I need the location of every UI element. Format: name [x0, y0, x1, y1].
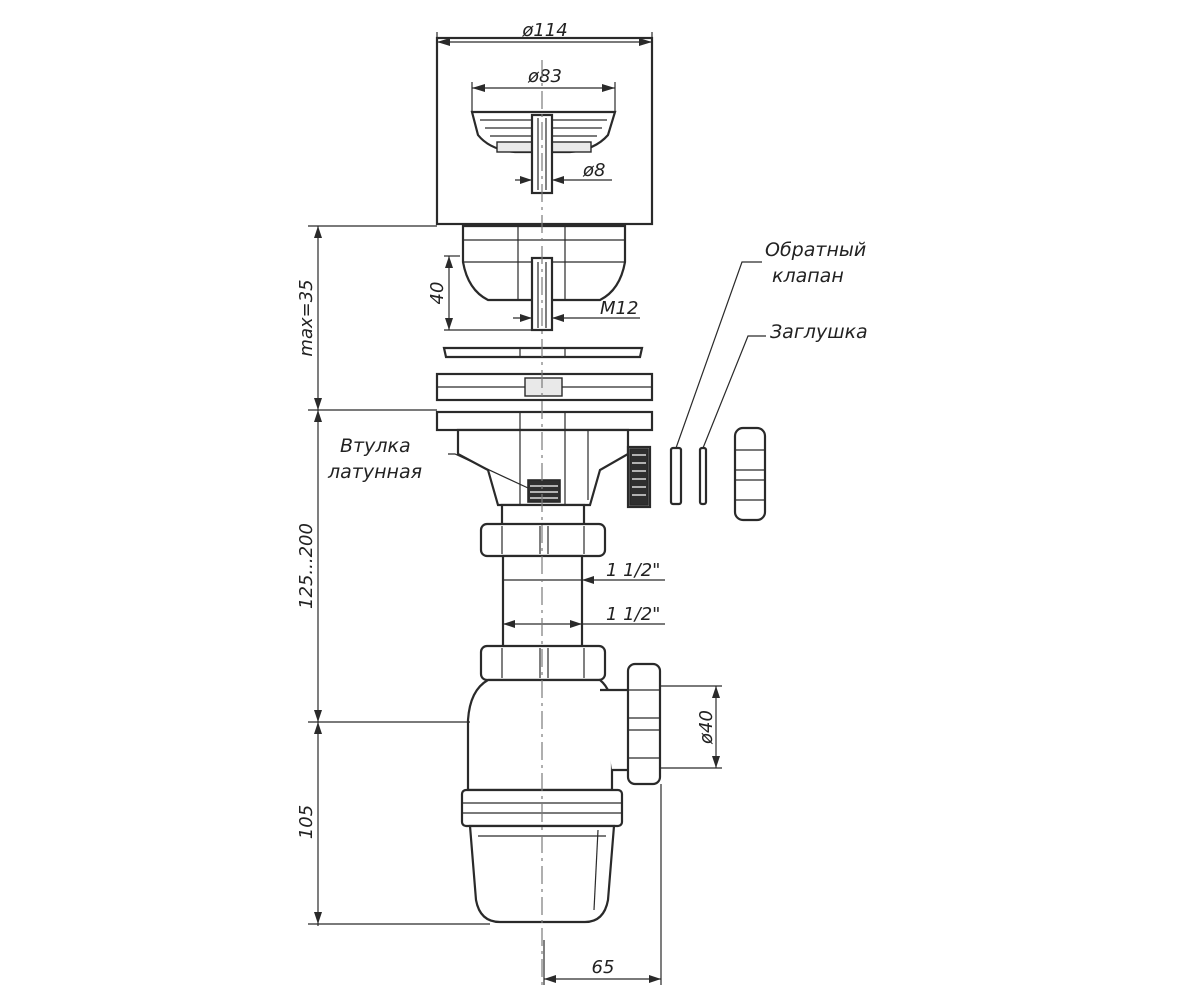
gasket-thin	[442, 346, 644, 359]
dim-40: 40	[427, 255, 532, 331]
dim-65: 65	[543, 784, 662, 985]
washer-thick	[435, 372, 654, 402]
m12-text: M12	[600, 298, 638, 319]
cap-nut-part	[733, 426, 767, 522]
union-nut-upper	[479, 522, 607, 558]
label-check-valve: Обратный клапан	[675, 239, 866, 449]
plug-label: Заглушка	[770, 321, 868, 343]
bushing-label-line1: Втулка	[340, 435, 411, 457]
d8-text: ø8	[582, 160, 605, 181]
union-nut-lower	[479, 644, 607, 682]
dim-d8: ø8	[515, 160, 612, 184]
dim-pipe-2: 1 1/2"	[503, 604, 665, 628]
check-valve-label-line2: клапан	[772, 265, 844, 287]
bushing-label-line2: латунная	[327, 461, 422, 483]
d114-text: ø114	[521, 20, 567, 41]
range-125-200-text: 125...200	[296, 523, 317, 609]
strainer-plate	[435, 36, 654, 226]
siphon-head	[435, 410, 654, 527]
bottle-trap	[460, 662, 662, 924]
h40-text: 40	[427, 282, 448, 305]
pipe2-text: 1 1/2"	[606, 604, 660, 625]
dim-pipe-1: 1 1/2"	[582, 560, 665, 584]
check-valve-part	[669, 446, 683, 506]
dim-d40: ø40	[660, 685, 722, 769]
w65-text: 65	[592, 957, 615, 978]
plug-part	[698, 446, 708, 506]
label-bushing: Втулка латунная	[327, 435, 529, 489]
dim-d83: ø83	[471, 66, 616, 112]
d83-text: ø83	[527, 66, 562, 87]
dim-d114: ø114	[436, 20, 653, 46]
d40-text: ø40	[696, 710, 717, 745]
h105-text: 105	[296, 805, 317, 839]
max35-text: max=35	[296, 279, 317, 356]
pipe1-text: 1 1/2"	[606, 560, 660, 581]
check-valve-label-line1: Обратный	[765, 239, 866, 261]
dim-m12: M12	[513, 298, 640, 322]
label-plug: Заглушка	[702, 321, 868, 449]
dim-chain-left: max=35 125...200 105	[296, 225, 490, 926]
